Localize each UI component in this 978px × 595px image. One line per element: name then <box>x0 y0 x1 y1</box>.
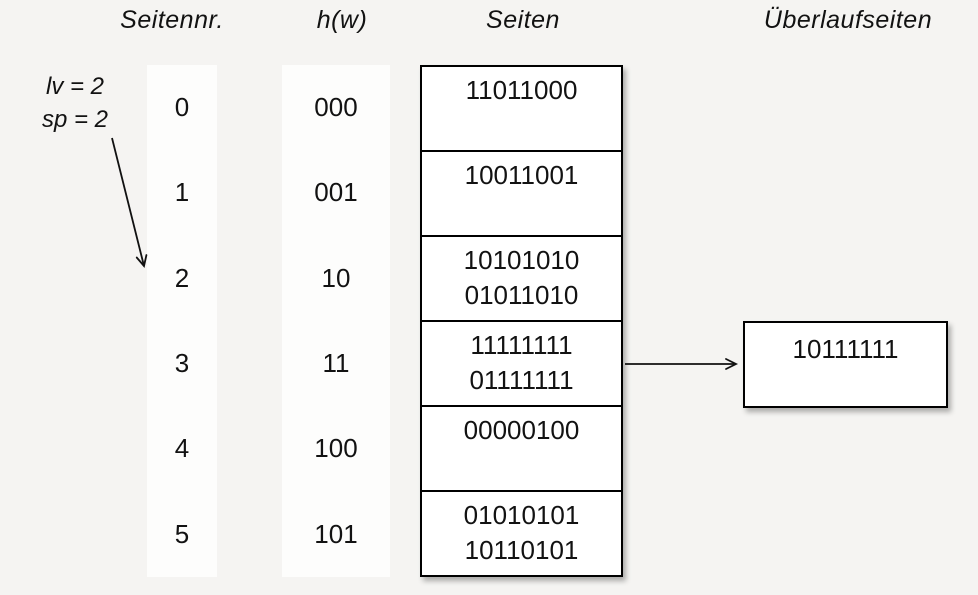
page-number-cell: 5 <box>174 518 190 549</box>
column-header-seitennr: Seitennr. <box>120 6 224 34</box>
hash-value-column: 000 001 10 11 100 101 <box>282 65 390 577</box>
bucket-record: 11011000 <box>465 75 578 105</box>
page-bucket-3: 11111111 01111111 <box>422 322 621 407</box>
bucket-record: 10110101 <box>464 535 579 565</box>
page-number-column: 0 1 2 3 4 5 <box>147 65 217 577</box>
page-bucket-5: 01010101 10110101 <box>422 492 621 575</box>
hash-value-cell: 001 <box>314 177 358 208</box>
bucket-record: 01111111 <box>469 365 574 395</box>
bucket-record: 11111111 <box>470 330 573 360</box>
hash-value-cell: 000 <box>314 92 358 123</box>
page-number-cell: 1 <box>174 177 190 208</box>
level-split-annotation: lv = 2 sp = 2 <box>25 70 125 136</box>
column-header-ueberlaufseiten: Überlaufseiten <box>763 6 933 34</box>
hash-value-cell: 11 <box>322 348 350 379</box>
hash-value-cell: 101 <box>314 518 358 549</box>
hash-value-cell: 100 <box>314 433 358 464</box>
level-value: lv = 2 <box>45 73 105 100</box>
page-number-cell: 2 <box>174 262 190 293</box>
bucket-record: 01011010 <box>464 280 579 310</box>
hash-value-cell: 10 <box>321 262 351 293</box>
column-header-seiten: Seiten <box>486 6 560 34</box>
page-bucket-2: 10101010 01011010 <box>422 237 621 322</box>
pages-container: 11011000 10011001 10101010 01011010 1111… <box>420 65 623 577</box>
column-header-hash-function: h(w) <box>316 6 368 34</box>
bucket-record: 10011001 <box>464 160 579 190</box>
bucket-record: 00000100 <box>463 415 580 445</box>
overflow-page-box: 10111111 <box>743 321 948 408</box>
bucket-record: 10101010 <box>463 245 580 275</box>
bucket-record: 01010101 <box>463 500 580 530</box>
page-number-cell: 3 <box>174 348 190 379</box>
page-bucket-4: 00000100 <box>422 407 621 492</box>
split-pointer-arrow <box>111 137 148 268</box>
page-number-cell: 0 <box>174 92 190 123</box>
page-number-cell: 4 <box>174 433 190 464</box>
overflow-record: 10111111 <box>792 334 899 364</box>
split-pointer-value: sp = 2 <box>41 106 109 133</box>
page-bucket-1: 10011001 <box>422 152 621 237</box>
page-bucket-0: 11011000 <box>422 67 621 152</box>
